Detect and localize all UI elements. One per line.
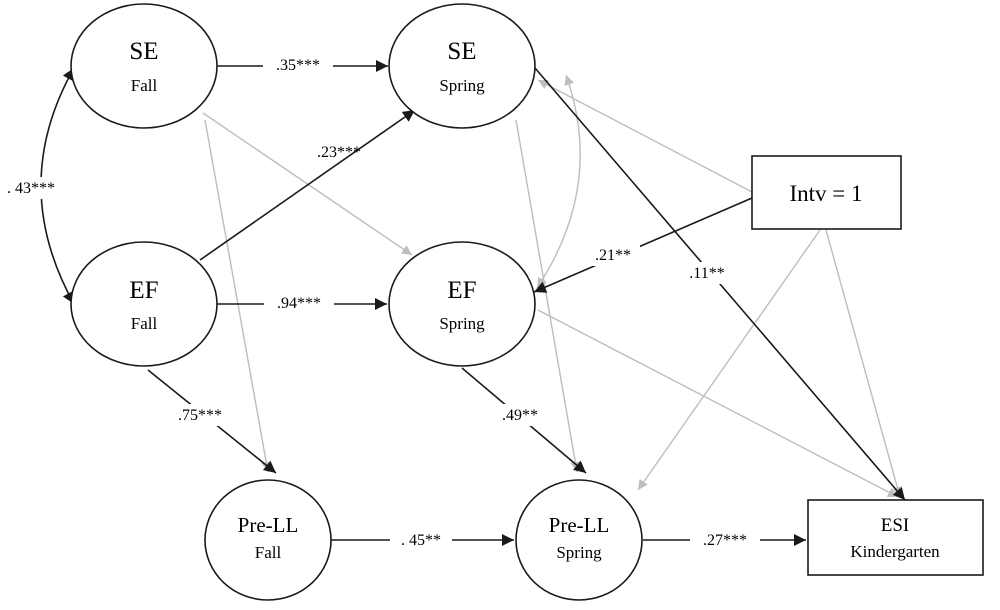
nonsignificant-paths [202,74,903,498]
coef-ef-fall-to-prell-fall: .75*** [178,407,222,424]
node-label: Pre-LL [238,513,299,537]
node-label: Pre-LL [549,513,610,537]
coef-se-fall-ef-fall-covariance: . 43*** [7,180,55,197]
path-ef-fall-to-se-spring [199,109,416,261]
node-label: ESI [881,515,910,536]
node-se-fall: SE Fall [70,3,218,129]
node-sublabel: Fall [131,76,158,95]
path-ef-spring-to-esi [537,309,899,498]
path-intv-to-esi [825,229,903,498]
node-se-spring: SE Spring [388,3,536,129]
coef-ef-fall-to-ef-spring: .94*** [277,295,321,312]
node-prell-fall: Pre-LL Fall [204,479,332,601]
path-se-fall-to-prell-fall [204,119,272,473]
path-intv-to-prell-spring [637,229,821,491]
node-esi: ESI Kindergarten [807,499,984,576]
coef-prell-fall-to-prell-spring: . 45** [401,532,441,549]
node-ef-fall: EF Fall [70,241,218,367]
path-intv-to-ef-spring [533,197,753,293]
node-label: SE [129,38,158,65]
path-se-spring-to-prell-spring [515,119,581,473]
path-se-fall-to-ef-spring [202,112,413,256]
node-sublabel: Fall [255,543,282,562]
node-prell-spring: Pre-LL Spring [515,479,643,601]
path-coefficients: .35*** .23*** . 43*** .94*** .21** .11**… [0,53,760,551]
node-sublabel: Spring [439,76,485,95]
node-label: Intv = 1 [789,181,862,206]
coef-intv-to-ef-spring: .21** [595,247,631,264]
node-label: SE [447,38,476,65]
node-label: EF [447,277,476,304]
node-label: EF [129,277,158,304]
node-sublabel: Fall [131,314,158,333]
node-intv: Intv = 1 [751,155,902,230]
node-sublabel: Spring [556,543,602,562]
coef-ef-fall-to-se-spring: .23*** [317,144,361,161]
node-sublabel: Kindergarten [850,542,940,561]
coef-se-spring-to-esi: .11** [689,265,724,282]
coef-prell-spring-to-esi: .27*** [703,532,747,549]
path-intv-to-se-spring [537,79,753,193]
path-se-spring-ef-spring-covariance [536,74,581,289]
node-ef-spring: EF Spring [388,241,536,367]
coef-se-fall-to-se-spring: .35*** [276,57,320,74]
node-sublabel: Spring [439,314,485,333]
coef-ef-spring-to-prell-spring: .49** [502,407,538,424]
